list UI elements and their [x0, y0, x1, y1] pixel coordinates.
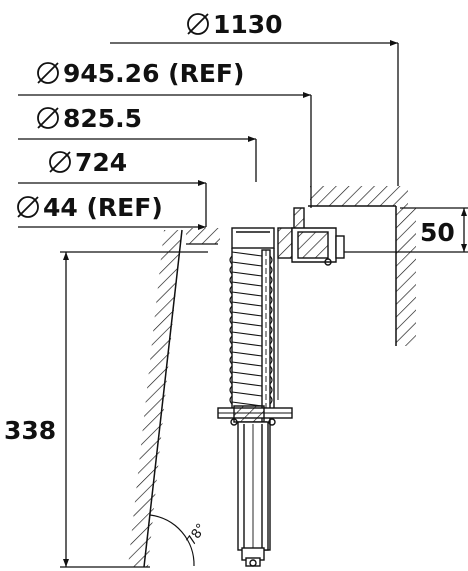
coil-windings	[229, 251, 273, 407]
height-label-50: 50	[420, 218, 455, 247]
dimension-value: 825.5	[63, 104, 143, 133]
dimension-value: 1130	[213, 10, 283, 39]
wall-hatch-top-right	[308, 186, 416, 346]
device-assembly	[217, 207, 345, 567]
dimension-label-945: 945.26 (REF)	[36, 61, 244, 86]
diameter-icon	[48, 150, 72, 174]
dimension-value: 724	[75, 148, 128, 177]
diameter-icon	[36, 106, 60, 130]
diameter-icon	[36, 61, 60, 85]
height-label-338: 338	[4, 416, 57, 445]
diameter-icon	[16, 195, 40, 219]
dimension-lines	[18, 42, 399, 228]
diameter-icon	[186, 12, 210, 36]
dimension-label-724: 724	[48, 150, 127, 175]
wall-hatch-left	[128, 228, 220, 568]
dimension-value: 44 (REF)	[43, 193, 163, 222]
angle-arc	[149, 514, 195, 567]
dimension-label-44: 44 (REF)	[16, 195, 163, 220]
dimension-value: 945.26 (REF)	[63, 59, 245, 88]
dimension-label-825: 825.5	[36, 106, 142, 131]
dimension-label-1130: 1130	[186, 12, 283, 37]
